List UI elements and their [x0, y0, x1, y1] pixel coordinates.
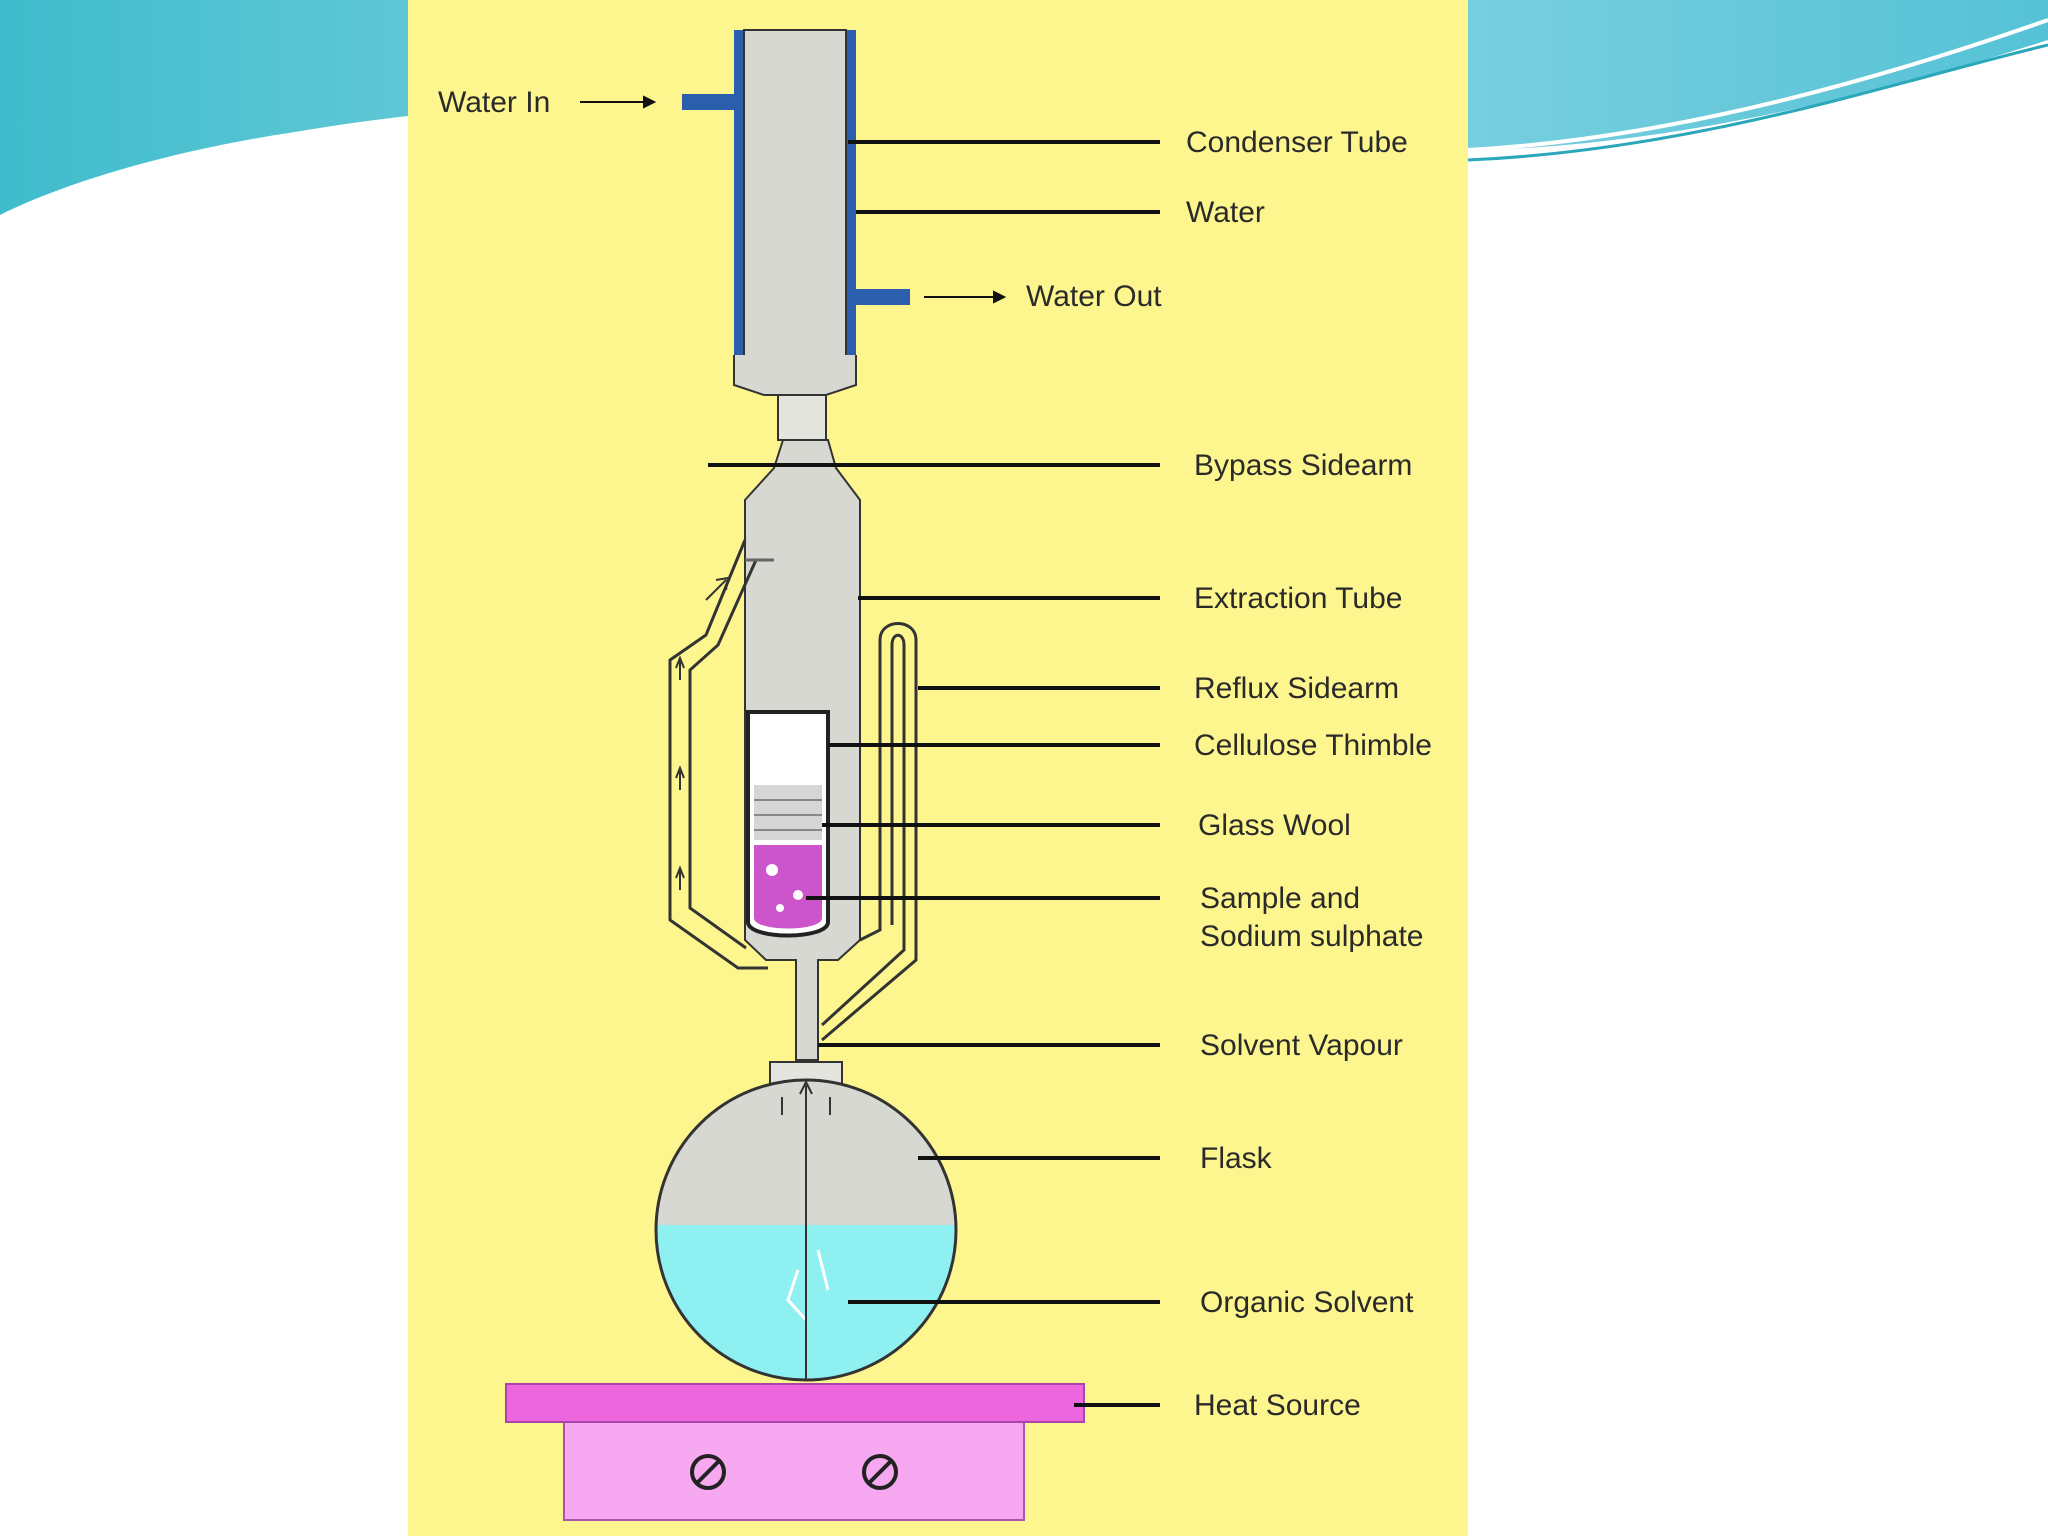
water-out-arrow	[924, 290, 1007, 304]
heater-plate	[505, 1383, 1085, 1423]
condenser-inner-tube	[743, 29, 847, 386]
label-condenser-tube: Condenser Tube	[1186, 126, 1408, 159]
vapour-arrows	[675, 576, 813, 1380]
wave-line-right	[1467, 18, 2048, 152]
leader-lines	[708, 140, 1160, 1407]
label-water-out: Water Out	[1026, 280, 1162, 313]
ground-glass-joint	[777, 394, 827, 441]
wave-line-left	[0, 116, 409, 222]
label-flask: Flask	[1200, 1142, 1273, 1175]
label-sample-line1: Sample and	[1200, 882, 1360, 915]
label-cellulose-thimble: Cellulose Thimble	[1194, 729, 1432, 762]
sample-and-sodium-sulphate	[754, 845, 822, 929]
condenser	[682, 29, 910, 396]
label-water-in: Water In	[438, 86, 550, 119]
label-extraction-tube: Extraction Tube	[1194, 582, 1402, 615]
cellulose-thimble	[746, 710, 830, 938]
water-in-arrow	[580, 95, 657, 109]
label-heat-source: Heat Source	[1194, 1389, 1361, 1422]
heater-knob-left	[690, 1454, 726, 1490]
label-solvent-vapour: Solvent Vapour	[1200, 1029, 1403, 1062]
heater-knob-right	[862, 1454, 898, 1490]
label-reflux-sidearm: Reflux Sidearm	[1194, 672, 1399, 705]
label-water: Water	[1186, 196, 1265, 229]
heat-source	[505, 1383, 1085, 1521]
reflux-sidearm	[820, 622, 918, 1042]
organic-solvent	[656, 1225, 956, 1380]
glass-wool	[754, 785, 822, 840]
heater-base	[563, 1409, 1025, 1521]
label-bypass-sidearm: Bypass Sidearm	[1194, 449, 1412, 482]
label-sample-line2: Sodium sulphate	[1200, 920, 1423, 953]
soxhlet-extractor-diagram: Water In Condenser Tube Water Water Out …	[438, 29, 1432, 1521]
soxhlet-diagram-panel: Water In Condenser Tube Water Water Out …	[408, 0, 1468, 1536]
water-in-port	[682, 94, 736, 110]
label-organic-solvent: Organic Solvent	[1200, 1286, 1414, 1319]
water-out-port	[854, 289, 910, 305]
bypass-sidearm	[668, 539, 774, 970]
round-bottom-flask	[654, 1078, 958, 1382]
label-glass-wool: Glass Wool	[1198, 809, 1351, 842]
